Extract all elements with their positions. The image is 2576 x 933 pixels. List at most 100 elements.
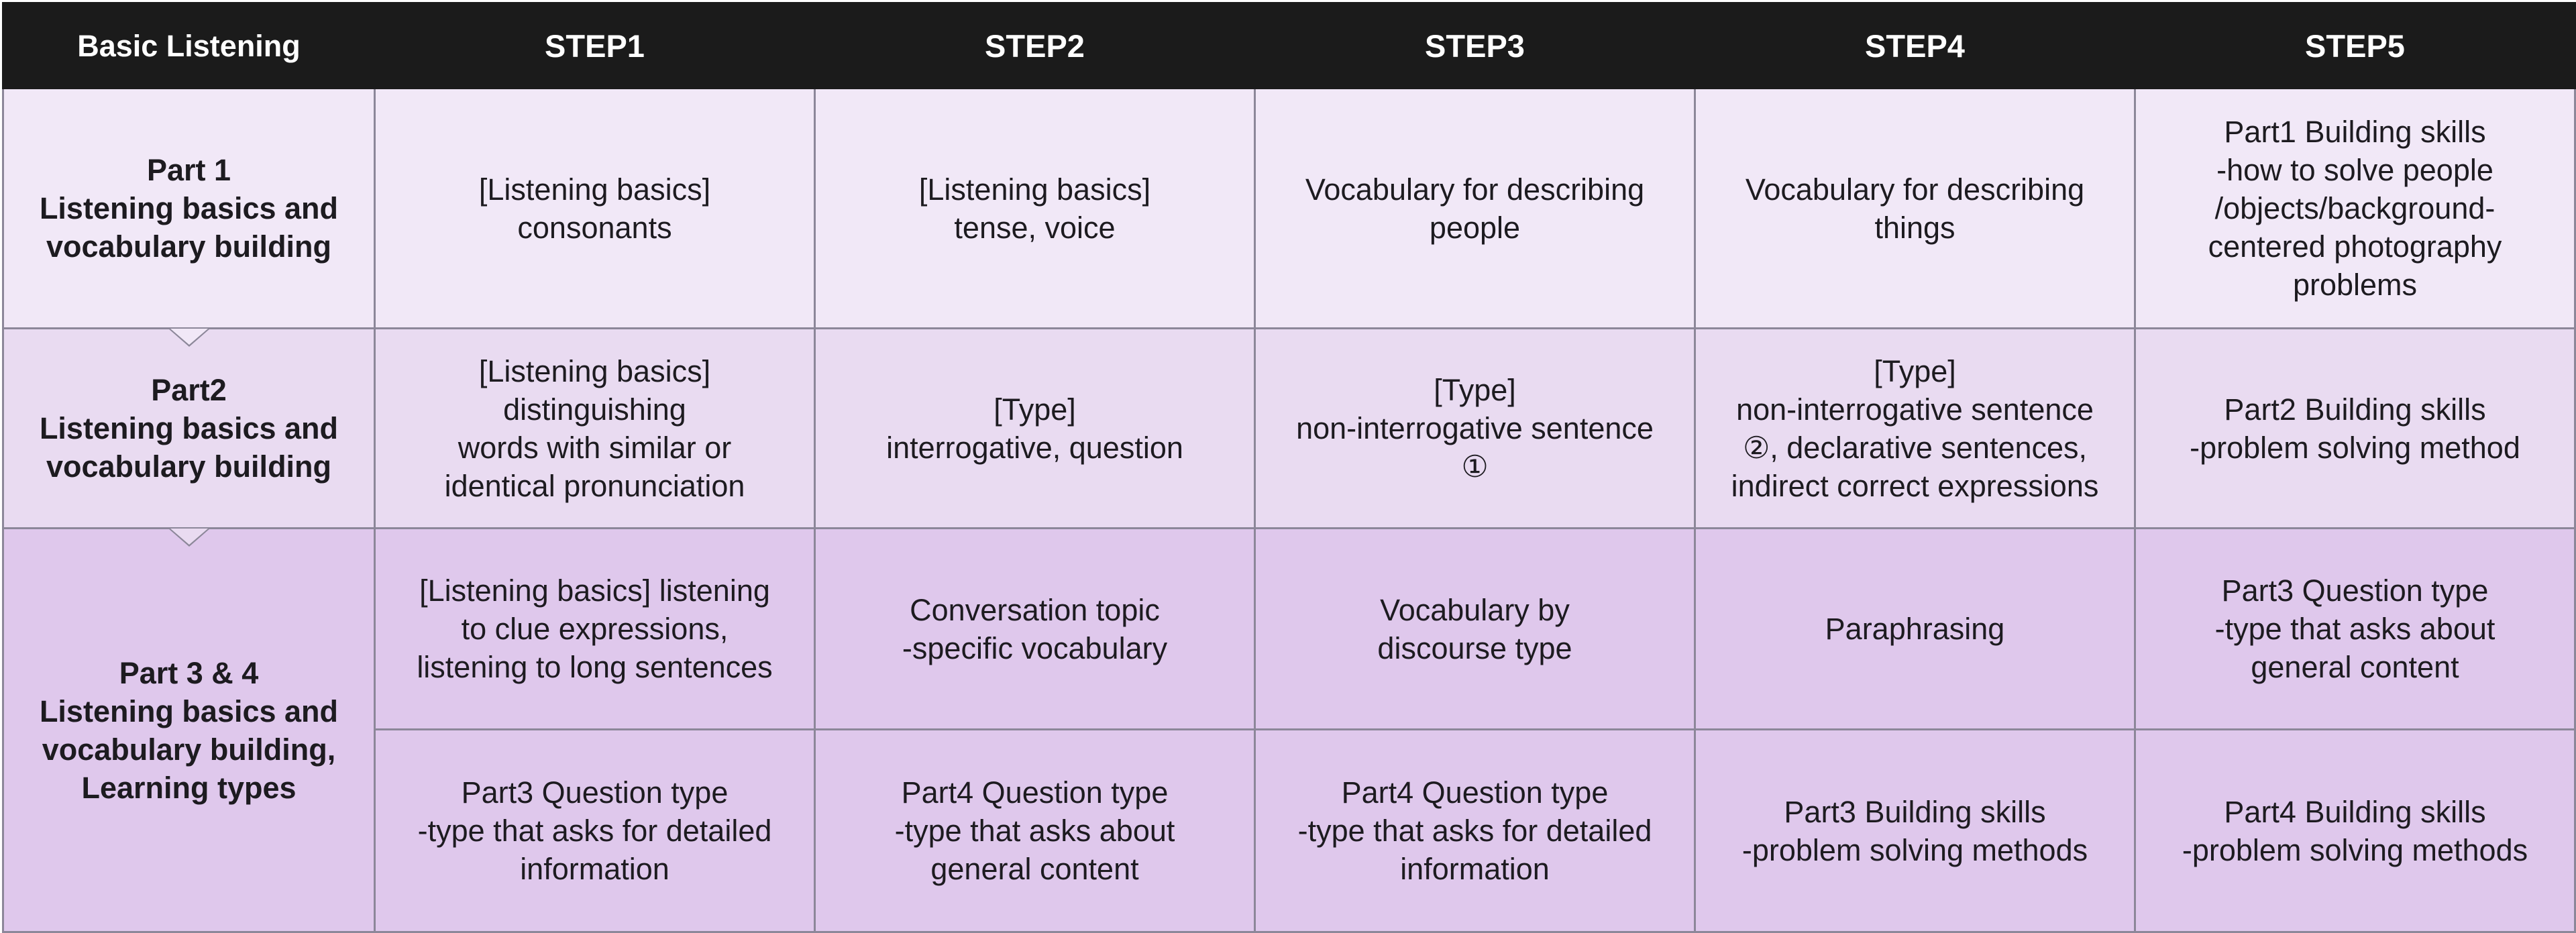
part3-4-row-a: Part 3 & 4 Listening basics and vocabula… bbox=[2, 527, 2576, 933]
cell-p3b-step5: Part4 Building skills -problem solving m… bbox=[2134, 728, 2576, 933]
part-label-line: Part2 bbox=[151, 373, 227, 407]
cell-line: listening to long sentences bbox=[417, 650, 773, 684]
cell-line: Paraphrasing bbox=[1825, 612, 2005, 646]
cell-line: [Type] bbox=[994, 392, 1076, 427]
cell-line: distinguishing bbox=[503, 392, 686, 427]
cell-line: words with similar or bbox=[458, 430, 732, 465]
header-step4: STEP4 bbox=[1694, 2, 2136, 89]
cell-line: Vocabulary by bbox=[1380, 592, 1570, 627]
cell-p3a-step4: Paraphrasing bbox=[1694, 527, 2136, 730]
cell-line: Part4 Question type bbox=[901, 775, 1169, 810]
cell-line: [Listening basics] bbox=[478, 172, 711, 207]
cell-p2-step2: [Type] interrogative, question bbox=[814, 327, 1256, 529]
cell-line: discourse type bbox=[1377, 630, 1572, 665]
cell-line: Conversation topic bbox=[910, 592, 1160, 627]
cell-line: -problem solving method bbox=[2190, 430, 2520, 465]
cell-line: [Type] bbox=[1874, 353, 1956, 388]
cell-line: indirect correct expressions bbox=[1731, 468, 2099, 503]
cell-line: general content bbox=[930, 852, 1139, 886]
cell-line: ②, declarative sentences, bbox=[1742, 430, 2088, 465]
part3-4-row-b: Part3 Question type -type that asks for … bbox=[3, 728, 2576, 933]
cell-line: -problem solving methods bbox=[1741, 832, 2088, 867]
cell-line: -how to solve people bbox=[2216, 153, 2493, 187]
part2-row: Part2 Listening basics and vocabulary bu… bbox=[2, 327, 2576, 547]
cell-p3a-step5: Part3 Question type -type that asks abou… bbox=[2134, 527, 2576, 730]
header-corner-label: Basic Listening bbox=[2, 2, 376, 89]
cell-p1-step5: Part1 Building skills -how to solve peop… bbox=[2134, 87, 2576, 329]
cell-line: -type that asks for detailed bbox=[417, 814, 772, 848]
part-label-line: Part 3 & 4 bbox=[119, 655, 259, 690]
cell-line: Part4 Question type bbox=[1341, 775, 1609, 810]
cell-line: general content bbox=[2251, 650, 2459, 684]
cell-line: centered photography bbox=[2208, 229, 2502, 264]
part-label-line: vocabulary building, bbox=[42, 732, 336, 767]
header-step1: STEP1 bbox=[374, 2, 816, 89]
cell-line: identical pronunciation bbox=[444, 468, 745, 503]
part-label-line: Part 1 bbox=[146, 153, 231, 187]
cell-p1-step3: Vocabulary for describing people bbox=[1254, 87, 1696, 329]
cell-line: [Listening basics] bbox=[478, 353, 711, 388]
cell-line: -problem solving methods bbox=[2182, 832, 2528, 867]
cell-line: Vocabulary for describing bbox=[1745, 172, 2085, 207]
divider-notch bbox=[170, 329, 208, 345]
header-step2: STEP2 bbox=[814, 2, 1256, 89]
cell-p1-step2: [Listening basics] tense, voice bbox=[814, 87, 1256, 329]
cell-p3b-step4: Part3 Building skills -problem solving m… bbox=[1694, 728, 2136, 933]
cell-line: problems bbox=[2292, 268, 2418, 302]
part1-row: Part 1 Listening basics and vocabulary b… bbox=[2, 87, 2576, 347]
cell-line: Part1 Building skills bbox=[2224, 115, 2486, 149]
part-label-line: Listening basics and bbox=[39, 411, 339, 445]
cell-line: people bbox=[1429, 210, 1521, 245]
cell-p1-step1: [Listening basics] consonants bbox=[374, 87, 816, 329]
part-label-line: Listening basics and bbox=[39, 191, 339, 225]
cell-line: non-interrogative sentence bbox=[1296, 411, 1654, 445]
cell-p3a-step1: [Listening basics] listening to clue exp… bbox=[374, 527, 816, 730]
cell-p3b-step2: Part4 Question type -type that asks abou… bbox=[814, 728, 1256, 933]
cell-line: [Type] bbox=[1434, 373, 1516, 407]
cell-line: information bbox=[520, 852, 669, 886]
part1-label: Part 1 Listening basics and vocabulary b… bbox=[2, 87, 376, 347]
cell-line: [Listening basics] listening bbox=[419, 573, 770, 608]
cell-p3a-step2: Conversation topic -specific vocabulary bbox=[814, 527, 1256, 730]
divider-notch bbox=[170, 529, 208, 545]
cell-line: non-interrogative sentence bbox=[1736, 392, 2094, 427]
cell-p2-step5: Part2 Building skills -problem solving m… bbox=[2134, 327, 2576, 529]
cell-p3b-step1: Part3 Question type -type that asks for … bbox=[374, 728, 816, 933]
cell-line: Part3 Question type bbox=[2221, 573, 2489, 608]
cell-line: -type that asks about bbox=[2214, 612, 2496, 646]
cell-line: consonants bbox=[517, 210, 672, 245]
part2-label: Part2 Listening basics and vocabulary bu… bbox=[2, 327, 376, 547]
part-label-line: vocabulary building bbox=[46, 229, 332, 264]
cell-line: Vocabulary for describing bbox=[1305, 172, 1645, 207]
cell-line: things bbox=[1874, 210, 1955, 245]
cell-line: to clue expressions, bbox=[461, 612, 729, 646]
cell-line: -type that asks about bbox=[894, 814, 1175, 848]
part-label-line: vocabulary building bbox=[46, 449, 332, 484]
cell-line: Part3 Building skills bbox=[1784, 794, 2046, 829]
cell-line: tense, voice bbox=[954, 210, 1116, 245]
cell-line: Part4 Building skills bbox=[2224, 794, 2486, 829]
cell-line: -type that asks for detailed bbox=[1297, 814, 1652, 848]
cell-p3b-step3: Part4 Question type -type that asks for … bbox=[1254, 728, 1696, 933]
part-label-line: Learning types bbox=[81, 770, 297, 805]
cell-line: Part3 Question type bbox=[461, 775, 729, 810]
cell-line: information bbox=[1400, 852, 1550, 886]
header-row: Basic Listening STEP1 STEP2 STEP3 STEP4 … bbox=[2, 2, 2576, 89]
cell-line: interrogative, question bbox=[886, 430, 1183, 465]
cell-p2-step3: [Type] non-interrogative sentence ① bbox=[1254, 327, 1696, 529]
header-step3: STEP3 bbox=[1254, 2, 1696, 89]
cell-line: ① bbox=[1461, 449, 1489, 484]
cell-p1-step4: Vocabulary for describing things bbox=[1694, 87, 2136, 329]
cell-p2-step4: [Type] non-interrogative sentence ②, dec… bbox=[1694, 327, 2136, 529]
cell-p2-step1: [Listening basics] distinguishing words … bbox=[374, 327, 816, 529]
cell-line: Part2 Building skills bbox=[2224, 392, 2486, 427]
part-label-line: Listening basics and bbox=[39, 694, 339, 728]
cell-line: -specific vocabulary bbox=[902, 630, 1168, 665]
part3-4-label: Part 3 & 4 Listening basics and vocabula… bbox=[2, 527, 376, 933]
cell-line: /objects/background- bbox=[2214, 191, 2496, 225]
cell-p3a-step3: Vocabulary by discourse type bbox=[1254, 527, 1696, 730]
header-step5: STEP5 bbox=[2134, 2, 2576, 89]
cell-line: [Listening basics] bbox=[918, 172, 1151, 207]
